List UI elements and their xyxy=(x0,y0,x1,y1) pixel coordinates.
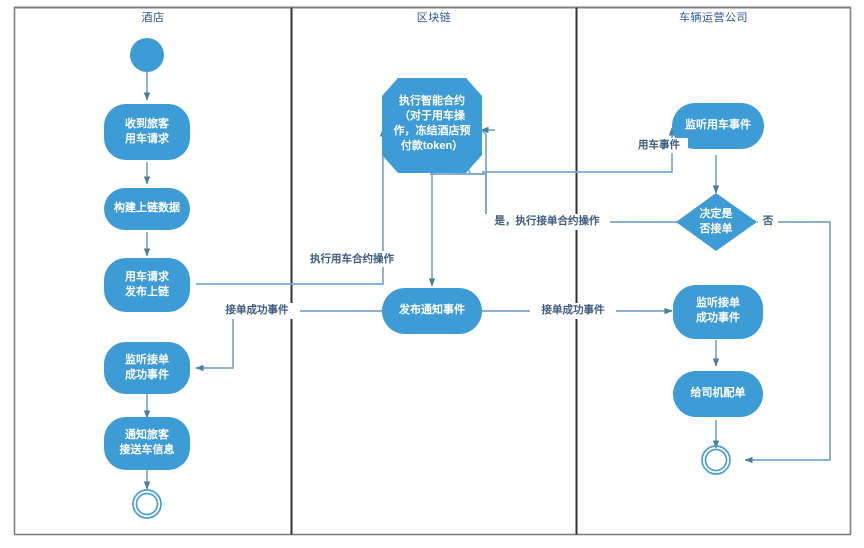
edge-label-yes-exec-accept: 是，执行接单合约操作 xyxy=(494,215,600,227)
node-listen-use-event xyxy=(672,103,764,149)
node-publish-on-chain xyxy=(104,258,190,312)
edge-label-use-event: 用车事件 xyxy=(638,139,680,151)
edge-label-exec-use-contract: 执行用车合约操作 xyxy=(310,253,394,265)
node-end-operator xyxy=(701,445,731,475)
node-end-hotel xyxy=(132,489,162,519)
edge-label-no: 否 xyxy=(762,215,774,227)
lane-title-hotel: 酒店 xyxy=(141,12,165,24)
node-start-hotel xyxy=(130,38,164,72)
node-assign-driver xyxy=(673,371,763,417)
lane-title-operator: 车辆运营公司 xyxy=(679,12,748,24)
edge-publish-to-contract xyxy=(196,128,387,285)
edge-label-accept-success-right: 接单成功事件 xyxy=(541,304,605,316)
node-notify-passenger xyxy=(104,417,190,470)
node-receive-request xyxy=(104,104,190,160)
lane-title-blockchain: 区块链 xyxy=(416,12,452,24)
node-smart-contract xyxy=(382,78,482,173)
node-build-chain-data xyxy=(104,188,190,230)
node-decide-accept xyxy=(676,193,757,251)
edge-decide-yes-riser xyxy=(480,129,487,174)
node-publish-notice xyxy=(382,288,482,334)
node-listen-accept-hotel xyxy=(104,342,190,394)
edge-decide-yes-to-contract xyxy=(430,166,677,223)
edge-notice-to-hotel-listen xyxy=(195,310,382,372)
node-listen-accept-op xyxy=(673,285,763,339)
edge-label-accept-success-left: 接单成功事件 xyxy=(225,304,289,316)
edge-decide-no-to-end xyxy=(744,221,831,464)
